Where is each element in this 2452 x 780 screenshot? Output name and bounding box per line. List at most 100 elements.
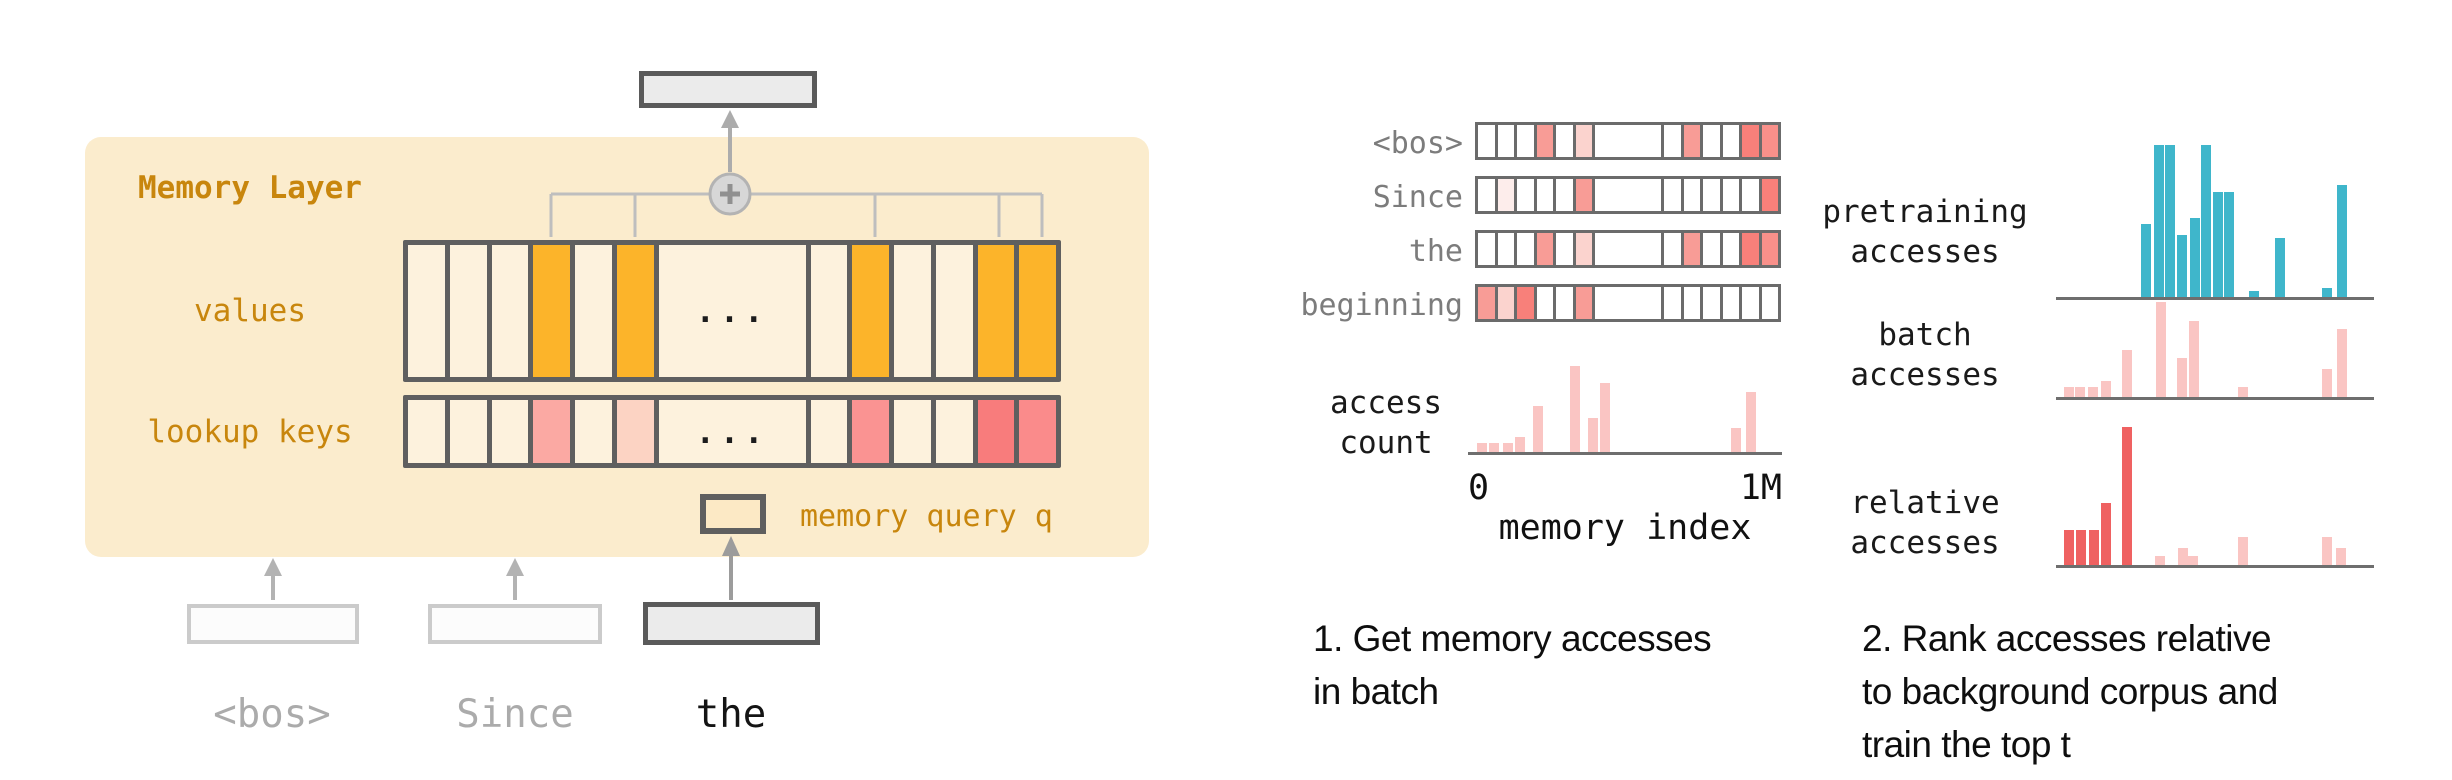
caption-step-2: 2. Rank accesses relative to background … xyxy=(1862,618,2278,765)
memory-cell-kp_med xyxy=(852,400,889,463)
memory-cell-cream xyxy=(935,245,973,377)
memory-cell-w xyxy=(1722,233,1739,265)
memory-cell-w xyxy=(1556,233,1573,265)
memory-cell-orange xyxy=(616,245,654,377)
chart-bar xyxy=(2088,387,2098,397)
memory-cell-orange xyxy=(533,245,570,377)
chart-bar xyxy=(2189,321,2199,397)
memory-cell-kp_light xyxy=(533,400,570,463)
batch-accesses-chart xyxy=(2056,302,2374,400)
memory-cell-cream xyxy=(408,245,445,377)
chart-bar xyxy=(2337,185,2347,297)
access-row-label-bos: <bos> xyxy=(1372,126,1463,161)
memory-cell-w xyxy=(1517,125,1534,157)
access-row-label-beginning: beginning xyxy=(1300,288,1463,323)
memory-cell-w xyxy=(1722,287,1739,319)
access-count-chart xyxy=(1468,366,1782,455)
memory-cell-cream xyxy=(449,245,487,377)
memory-cell-orange xyxy=(1019,245,1056,377)
memory-cell-rp_medstrong xyxy=(1761,233,1778,265)
relative-accesses-chart xyxy=(2056,427,2374,568)
memory-cell-cream xyxy=(894,245,931,377)
memory-cell-cream xyxy=(491,400,529,463)
memory-cell-w xyxy=(1683,287,1700,319)
chart-bar xyxy=(2201,145,2211,297)
chart-bar xyxy=(2322,537,2332,565)
caption-step-1: 1. Get memory accesses in batch xyxy=(1313,618,1712,712)
x-tick-0: 0 xyxy=(1468,468,1490,508)
memory-cell-rp_light xyxy=(1497,287,1514,319)
memory-cell-w xyxy=(1664,233,1681,265)
memory-cell-w xyxy=(1703,179,1720,211)
memory-cell-w xyxy=(1497,125,1514,157)
memory-cell-wide xyxy=(1595,287,1661,319)
chart-bar xyxy=(2122,427,2132,565)
chart-bar xyxy=(2154,145,2164,297)
memory-cell-w xyxy=(1478,125,1495,157)
memory-cell-cream xyxy=(449,400,487,463)
chart-bar xyxy=(2322,369,2332,397)
chart-bar xyxy=(2190,218,2200,297)
chart-bar xyxy=(2156,302,2166,397)
output-vector-box xyxy=(639,71,817,108)
chart-bar xyxy=(2275,238,2285,297)
memory-cell-rp_med xyxy=(1575,287,1592,319)
chart-bar xyxy=(2155,556,2165,565)
memory-query-label: memory query q xyxy=(800,499,1053,534)
memory-cell-w xyxy=(1478,233,1495,265)
batch-accesses-label: batch accesses xyxy=(1850,317,2000,393)
chart-bar xyxy=(1477,443,1487,452)
access-row-bos xyxy=(1475,122,1781,160)
access-row-label-since: Since xyxy=(1372,180,1463,215)
memory-cell-wide xyxy=(1595,125,1661,157)
memory-cell-kp_med2 xyxy=(1019,400,1056,463)
chart-bar xyxy=(2165,145,2175,297)
memory-cell-w xyxy=(1517,233,1534,265)
chart-bar xyxy=(2336,548,2346,565)
chart-bar xyxy=(2101,503,2111,565)
memory-cell-w xyxy=(1722,179,1739,211)
memory-cell-rp_med xyxy=(1683,125,1700,157)
memory-cell-w xyxy=(1761,287,1778,319)
lookup-keys-label: lookup keys xyxy=(147,414,353,450)
memory-cell-rp_light xyxy=(1575,233,1592,265)
memory-cell-cream xyxy=(575,245,612,377)
token-label-bos: <bos> xyxy=(213,692,331,737)
pretraining-accesses-chart xyxy=(2056,145,2374,300)
memory-cell-w xyxy=(1683,179,1700,211)
memory-cell-cream xyxy=(894,400,931,463)
memory-layer-title: Memory Layer xyxy=(138,170,362,206)
chart-bar xyxy=(2249,291,2259,297)
memory-cell-w xyxy=(1556,179,1573,211)
memory-cell-rp_med xyxy=(1478,287,1495,319)
chart-bar xyxy=(2188,556,2198,565)
memory-index-axis-label: memory index xyxy=(1498,508,1752,548)
memory-cell-orange xyxy=(852,245,889,377)
chart-bar xyxy=(1570,366,1580,452)
memory-cell-rp_light xyxy=(1575,125,1592,157)
chart-bar xyxy=(1489,443,1499,452)
memory-cell-rp_strong xyxy=(1742,233,1759,265)
memory-cell-ellipsis: ... xyxy=(658,400,806,463)
token-label-since: Since xyxy=(456,692,574,737)
memory-cell-w xyxy=(1517,179,1534,211)
memory-cell-wide xyxy=(1595,233,1661,265)
memory-cell-rp_med xyxy=(1536,233,1553,265)
token-box-the xyxy=(643,602,820,645)
memory-cell-w xyxy=(1742,287,1759,319)
chart-bar xyxy=(2177,235,2187,297)
memory-cell-rp_med xyxy=(1683,233,1700,265)
chart-bar xyxy=(2089,530,2099,565)
memory-cell-w xyxy=(1703,125,1720,157)
chart-bar xyxy=(1600,383,1610,452)
chart-bar xyxy=(1515,437,1525,452)
memory-cell-kp_strong xyxy=(977,400,1015,463)
token-box-since xyxy=(428,604,602,644)
memory-cell-cream xyxy=(408,400,445,463)
memory-cell-ellipsis: ... xyxy=(658,245,806,377)
pretraining-accesses-label: pretraining accesses xyxy=(1822,194,2028,270)
chart-bar xyxy=(2141,224,2151,297)
memory-cell-cream xyxy=(575,400,612,463)
access-row-since xyxy=(1475,176,1781,214)
